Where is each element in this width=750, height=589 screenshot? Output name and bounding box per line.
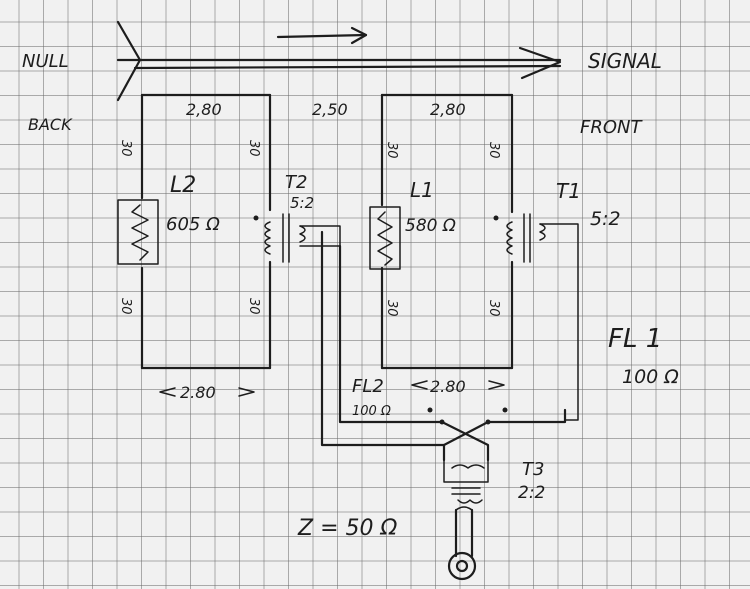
direction-arrow bbox=[276, 26, 368, 45]
l1-seg-top-left: 30 bbox=[384, 142, 399, 159]
front-label: FRONT bbox=[580, 117, 643, 138]
back-label: BACK bbox=[28, 115, 73, 134]
fl1-name: FL 1 bbox=[608, 324, 662, 354]
fl1-resistance: 100 Ω bbox=[622, 366, 679, 388]
impedance-label: Z = 50 Ω bbox=[297, 516, 397, 541]
spacing-label: 2,50 bbox=[312, 100, 348, 119]
boom bbox=[116, 20, 562, 102]
null-label: NULL bbox=[22, 51, 69, 72]
l1-resistance: 580 Ω bbox=[405, 216, 456, 236]
t2-name: T2 bbox=[285, 172, 307, 193]
t1-name: T1 bbox=[556, 179, 581, 203]
fl2-name: FL2 bbox=[352, 376, 384, 397]
l2-height-label: 2,80 bbox=[186, 100, 222, 119]
loop-l1 bbox=[369, 93, 514, 370]
l1-height-label: 2,80 bbox=[430, 100, 466, 119]
l1-seg-bottom-right: 30 bbox=[486, 300, 501, 317]
signal-label: SIGNAL bbox=[588, 49, 662, 73]
t3-name: T3 bbox=[522, 459, 544, 480]
l2-seg-bottom-left: 30 bbox=[118, 298, 133, 315]
transformer-t3 bbox=[443, 459, 489, 504]
l1-seg-top-right: 30 bbox=[486, 142, 501, 159]
loop-l2 bbox=[117, 93, 272, 370]
l2-seg-bottom-right: 30 bbox=[246, 298, 261, 315]
t1-ratio: 5:2 bbox=[590, 208, 621, 230]
t2-ratio: 5:2 bbox=[290, 194, 314, 212]
l2-name: L2 bbox=[170, 173, 196, 198]
l2-seg-top-left: 30 bbox=[118, 140, 133, 157]
l1-width-label: 2.80 bbox=[430, 377, 466, 396]
t3-ratio: 2:2 bbox=[518, 483, 545, 503]
coax-connector-icon bbox=[447, 506, 477, 581]
width-dim-l1 bbox=[411, 380, 505, 390]
width-dim-l2 bbox=[159, 387, 255, 397]
l2-width-label: 2.80 bbox=[180, 383, 216, 402]
l2-resistance: 605 Ω bbox=[166, 214, 220, 235]
fl2-resistance: 100 Ω bbox=[352, 404, 391, 419]
transformer-t1 bbox=[493, 213, 579, 421]
transformer-t2 bbox=[253, 213, 341, 263]
l1-name: L1 bbox=[410, 178, 434, 202]
l1-seg-bottom-left: 30 bbox=[384, 300, 399, 317]
feed-lines bbox=[320, 230, 567, 462]
l2-seg-top-right: 30 bbox=[246, 140, 261, 157]
